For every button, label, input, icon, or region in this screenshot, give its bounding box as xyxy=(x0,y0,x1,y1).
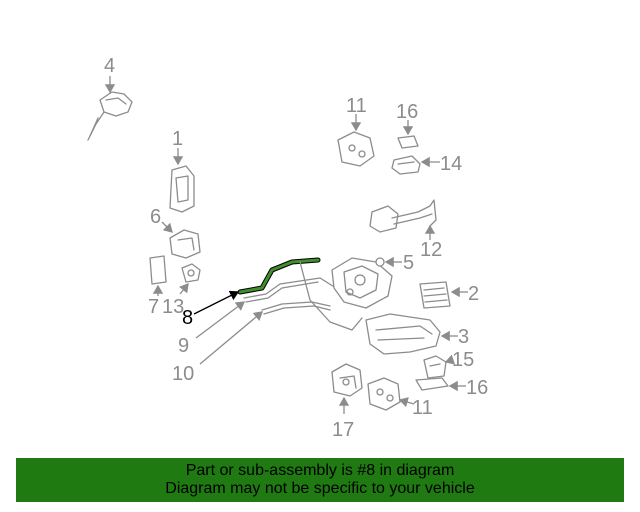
callout-9: 9 xyxy=(178,335,189,357)
banner-line-1: Part or sub-assembly is #8 in diagram xyxy=(185,462,455,479)
part-13-clip xyxy=(181,263,201,283)
part-11-bottom-bracket xyxy=(367,377,401,411)
part-17-hinge xyxy=(331,363,363,397)
callout-16-bottom: 16 xyxy=(466,377,488,399)
callout-5: 5 xyxy=(403,252,414,274)
callout-13: 13 xyxy=(162,296,184,318)
callout-17: 17 xyxy=(332,419,354,441)
part-2-module xyxy=(419,281,451,309)
callout-14: 14 xyxy=(440,153,462,175)
callout-8: 8 xyxy=(182,307,193,329)
part-3-shield xyxy=(365,313,441,355)
banner-line-2: Diagram may not be specific to your vehi… xyxy=(165,480,475,497)
callout-11-top: 11 xyxy=(346,95,367,117)
callout-16-top: 16 xyxy=(396,101,418,123)
part-1-inside-handle xyxy=(169,165,195,213)
part-15-striker xyxy=(423,355,447,379)
part-11-top-bracket xyxy=(337,131,375,167)
callout-1: 1 xyxy=(172,128,183,150)
part-7-pad xyxy=(149,255,167,285)
part-6-bracket xyxy=(169,229,201,259)
part-16-bottom-shim xyxy=(415,377,449,391)
callout-6: 6 xyxy=(150,206,161,228)
callout-3: 3 xyxy=(458,326,469,348)
part-14-bumper xyxy=(391,155,421,175)
callout-11-bottom: 11 xyxy=(412,397,433,419)
callout-2: 2 xyxy=(468,283,479,305)
part-10-rod xyxy=(261,261,363,331)
callout-4: 4 xyxy=(104,55,115,77)
callout-10: 10 xyxy=(172,363,194,385)
part-4-outside-handle xyxy=(87,91,133,141)
callout-15: 15 xyxy=(452,349,474,371)
callout-7: 7 xyxy=(148,296,159,318)
part-12-door-check xyxy=(369,199,437,233)
part-8-rod-highlighted xyxy=(237,257,321,295)
callout-12: 12 xyxy=(420,239,442,261)
info-banner: Part or sub-assembly is #8 in diagram Di… xyxy=(16,458,624,502)
part-16-top-pad xyxy=(397,135,419,149)
part-5-latch-assembly xyxy=(331,257,393,309)
